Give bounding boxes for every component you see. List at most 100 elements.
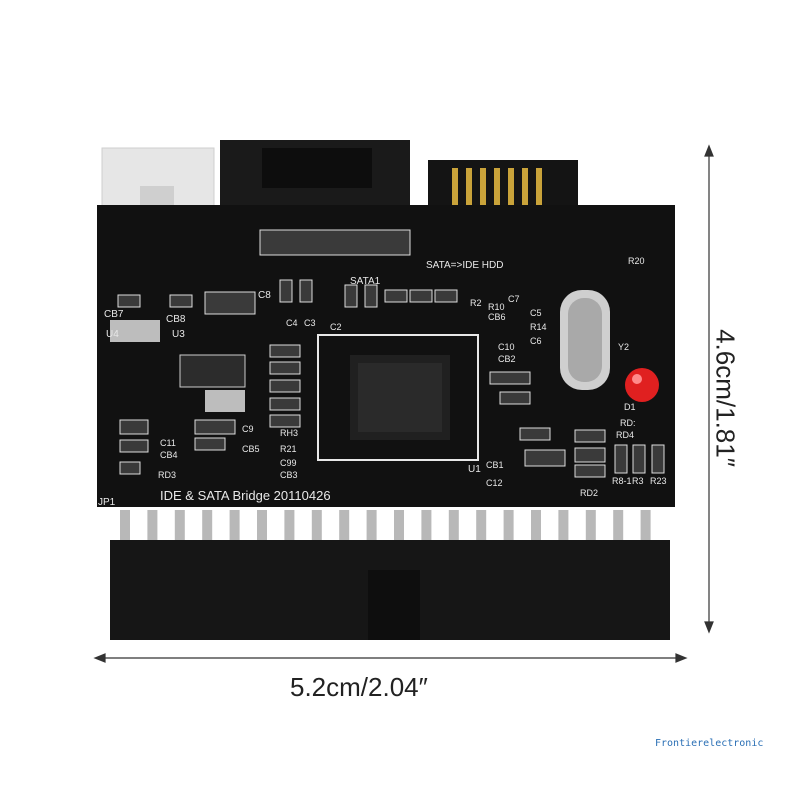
svg-text:R2: R2 — [470, 298, 482, 308]
smd-part — [194, 437, 226, 451]
svg-text:C10: C10 — [498, 342, 515, 352]
svg-text:C11: C11 — [160, 438, 176, 448]
svg-text:RD:: RD: — [620, 418, 636, 428]
ide-pin — [476, 510, 487, 544]
svg-text:R20: R20 — [628, 256, 645, 266]
smd-part — [651, 444, 665, 474]
svg-text:R3: R3 — [632, 476, 644, 486]
smd-part — [434, 289, 458, 303]
ide-pin — [585, 510, 596, 544]
svg-text:CB2: CB2 — [498, 354, 516, 364]
smd-part — [614, 444, 628, 474]
svg-text:Y2: Y2 — [618, 342, 629, 352]
svg-text:RH3: RH3 — [280, 428, 298, 438]
smd-part — [409, 289, 433, 303]
svg-text:RD3: RD3 — [158, 470, 176, 480]
smd-part — [364, 284, 378, 308]
smd-part — [279, 279, 293, 303]
ide-pin — [257, 510, 267, 544]
svg-text:CB8: CB8 — [166, 314, 186, 325]
u1-label-silk: U1 — [468, 464, 481, 475]
smd-part — [384, 289, 408, 303]
svg-text:C5: C5 — [530, 308, 542, 318]
svg-text:R23: R23 — [650, 476, 667, 486]
svg-text:R14: R14 — [530, 322, 547, 332]
ide-pin — [202, 510, 213, 544]
svg-text:D1: D1 — [624, 402, 636, 412]
smd-components — [117, 229, 665, 478]
ide-pin — [531, 510, 541, 544]
svg-text:CB1: CB1 — [486, 460, 504, 470]
svg-text:C3: C3 — [304, 318, 316, 328]
width-label: 5.2cm/2.04″ — [290, 672, 428, 702]
smd-part — [519, 427, 551, 441]
ide-pin — [448, 510, 459, 544]
ide-pin — [503, 510, 514, 544]
smd-part — [194, 419, 236, 435]
sata-power-edge — [428, 160, 578, 210]
regulator-u4 — [110, 320, 160, 342]
smd-part — [119, 461, 141, 475]
smd-part — [524, 449, 566, 467]
ide-pin — [558, 510, 569, 544]
height-label: 4.6cm/1.81″ — [710, 329, 741, 467]
smd-part — [489, 371, 531, 385]
smd-part — [117, 294, 141, 308]
ide-pins — [120, 510, 651, 544]
svg-text:R8-1: R8-1 — [612, 476, 632, 486]
ide-pin — [421, 510, 432, 544]
smd-part — [499, 391, 531, 405]
controller-chip — [317, 334, 479, 461]
ide-pin — [174, 510, 185, 544]
svg-text:C6: C6 — [530, 336, 542, 346]
smd-part — [574, 464, 606, 478]
height-dimension-arrow — [704, 144, 714, 634]
smd-part — [119, 419, 149, 435]
smd-part — [269, 344, 301, 358]
smd-part — [269, 361, 301, 375]
svg-text:CB7: CB7 — [104, 309, 124, 320]
ide-pin — [394, 510, 404, 544]
svg-text:R21: R21 — [280, 444, 297, 454]
ide-pin — [120, 510, 130, 544]
svg-text:U3: U3 — [172, 329, 185, 340]
svg-text:C12: C12 — [486, 478, 503, 488]
smd-part — [169, 294, 193, 308]
smd-part — [574, 447, 606, 463]
svg-text:RD4: RD4 — [616, 430, 634, 440]
direction-label-silk: SATA=>IDE HDD — [426, 260, 503, 271]
svg-text:C8: C8 — [258, 290, 271, 301]
smd-part — [344, 284, 358, 308]
ide-pin — [339, 510, 350, 544]
smd-part — [269, 414, 301, 428]
svg-text:C9: C9 — [242, 424, 254, 434]
svg-text:CB3: CB3 — [280, 470, 298, 480]
component-labels: CB7 CB8 C8 U4 U3 C4 C3 C2 R10 CB6 R2 C7 … — [104, 256, 667, 498]
watermark: Frontierelectronic — [655, 738, 764, 749]
smd-part — [299, 279, 313, 303]
led-icon — [625, 368, 659, 402]
width-dimension-arrow — [93, 653, 688, 663]
smd-part — [259, 229, 411, 256]
smd-part — [204, 291, 256, 315]
svg-text:R10: R10 — [488, 302, 505, 312]
svg-text:CB5: CB5 — [242, 444, 260, 454]
ide-pin — [284, 510, 295, 544]
svg-text:C7: C7 — [508, 294, 520, 304]
svg-text:C99: C99 — [280, 458, 297, 468]
smd-part — [574, 429, 606, 443]
board-title-silk: IDE & SATA Bridge 20110426 — [160, 488, 331, 503]
smd-part — [632, 444, 646, 474]
svg-text:CB4: CB4 — [160, 450, 178, 460]
svg-text:RD2: RD2 — [580, 488, 598, 498]
svg-text:CB6: CB6 — [488, 312, 506, 322]
ide-pin — [147, 510, 158, 544]
svg-text:U4: U4 — [106, 329, 119, 340]
ide-pin — [366, 510, 377, 544]
ide-pin — [311, 510, 322, 544]
sata-label-silk: SATA1 — [350, 276, 381, 287]
smd-part — [269, 397, 301, 411]
smd-part — [269, 379, 301, 393]
svg-text:C2: C2 — [330, 322, 342, 332]
